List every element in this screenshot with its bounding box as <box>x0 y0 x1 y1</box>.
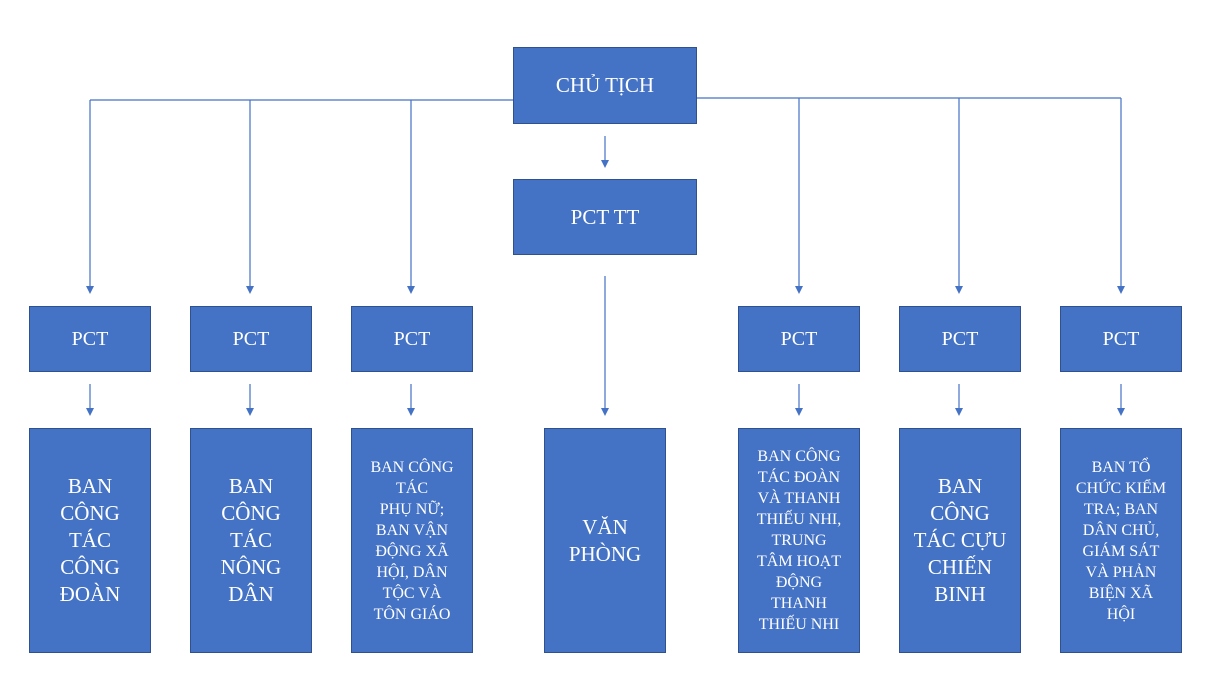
vice-chair-label-4: PCT <box>780 327 818 350</box>
department-label-farmers: BAN CÔNG TÁC NÔNG DÂN <box>220 474 282 606</box>
department-label-trade-union: BAN CÔNG TÁC CÔNG ĐOÀN <box>59 474 121 606</box>
vice-chair-label-5: PCT <box>941 327 979 350</box>
vice-chair-label-6: PCT <box>1102 327 1140 350</box>
department-box-veterans: BAN CÔNG TÁC CỰU CHIẾN BINH <box>899 428 1021 653</box>
vice-chair-box-5: PCT <box>899 306 1021 372</box>
chairman-box: CHỦ TỊCH <box>513 47 697 124</box>
chairman-label: CHỦ TỊCH <box>555 73 655 97</box>
department-box-farmers: BAN CÔNG TÁC NÔNG DÂN <box>190 428 312 653</box>
department-label-youth: BAN CÔNG TÁC ĐOÀN VÀ THANH THIẾU NHI, TR… <box>756 448 842 633</box>
vice-chair-label-1: PCT <box>71 327 109 350</box>
vice-chair-box-6: PCT <box>1060 306 1182 372</box>
vice-chair-box-4: PCT <box>738 306 860 372</box>
department-label-women-social: BAN CÔNG TÁC PHỤ NỮ; BAN VẬN ĐỘNG XÃ HỘI… <box>370 458 454 623</box>
standing-vice-chair-label: PCT TT <box>570 204 640 229</box>
standing-vice-chair-box: PCT TT <box>513 179 697 255</box>
vice-chair-label-3: PCT <box>393 327 431 350</box>
department-label-veterans: BAN CÔNG TÁC CỰU CHIẾN BINH <box>913 474 1007 606</box>
department-box-trade-union: BAN CÔNG TÁC CÔNG ĐOÀN <box>29 428 151 653</box>
department-box-youth: BAN CÔNG TÁC ĐOÀN VÀ THANH THIẾU NHI, TR… <box>738 428 860 653</box>
vice-chair-box-3: PCT <box>351 306 473 372</box>
vice-chair-box-2: PCT <box>190 306 312 372</box>
department-box-women-social: BAN CÔNG TÁC PHỤ NỮ; BAN VẬN ĐỘNG XÃ HỘI… <box>351 428 473 653</box>
vice-chair-box-1: PCT <box>29 306 151 372</box>
office-label: VĂN PHÒNG <box>568 514 642 566</box>
vice-chair-label-2: PCT <box>232 327 270 350</box>
office-box: VĂN PHÒNG <box>544 428 666 653</box>
department-label-organization-inspection: BAN TỔ CHỨC KIỂM TRA; BAN DÂN CHỦ, GIÁM … <box>1075 458 1167 623</box>
department-box-organization-inspection: BAN TỔ CHỨC KIỂM TRA; BAN DÂN CHỦ, GIÁM … <box>1060 428 1182 653</box>
